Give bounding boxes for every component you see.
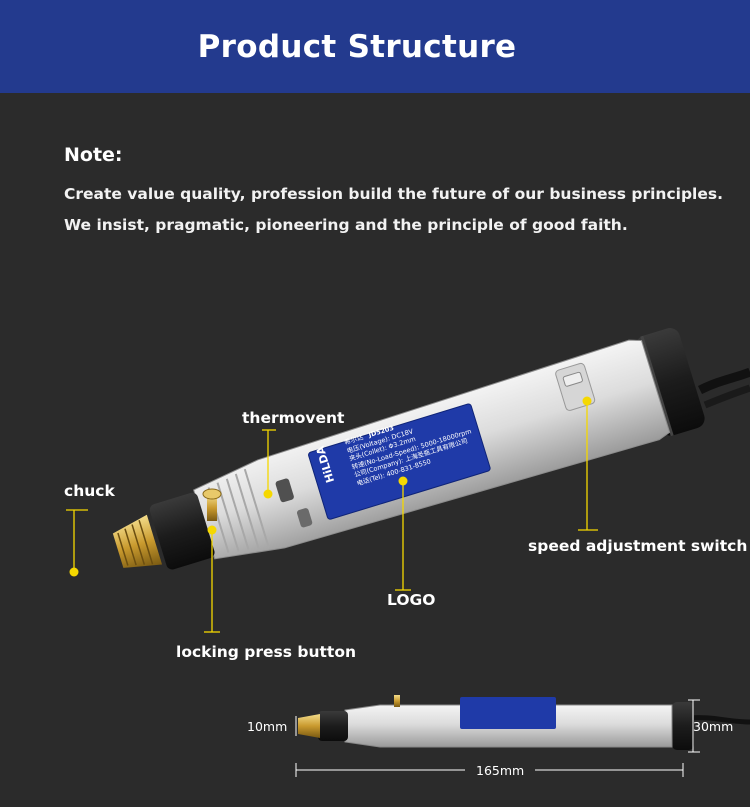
callout-speed-switch: speed adjustment switch — [528, 537, 748, 555]
callout-dots — [69, 396, 592, 577]
collar-ring — [149, 492, 215, 570]
header-banner: Product Structure — [0, 0, 750, 93]
note-line-2: We insist, pragmatic, pioneering and the… — [64, 216, 628, 234]
callout-logo: LOGO — [387, 591, 436, 609]
callout-chuck: chuck — [64, 482, 115, 500]
small-tool — [298, 695, 750, 750]
product-label — [308, 403, 491, 520]
note-line-1: Create value quality, profession build t… — [64, 185, 723, 203]
power-cable — [697, 367, 750, 409]
page-title: Product Structure — [197, 28, 517, 65]
dimension-lines — [295, 699, 700, 777]
note-title: Note: — [64, 144, 123, 166]
locking-button — [202, 488, 222, 521]
dimension-length: 165mm — [476, 763, 525, 778]
callout-markers — [66, 402, 598, 633]
tail-cap — [636, 328, 705, 437]
callout-thermovent: thermovent — [242, 409, 345, 427]
rotary-tool — [112, 328, 705, 570]
dimension-chuck: 10mm — [247, 719, 288, 734]
callout-locking-button: locking press button — [176, 643, 357, 661]
dimension-body: 30mm — [693, 719, 734, 734]
vent-slots — [275, 478, 313, 528]
